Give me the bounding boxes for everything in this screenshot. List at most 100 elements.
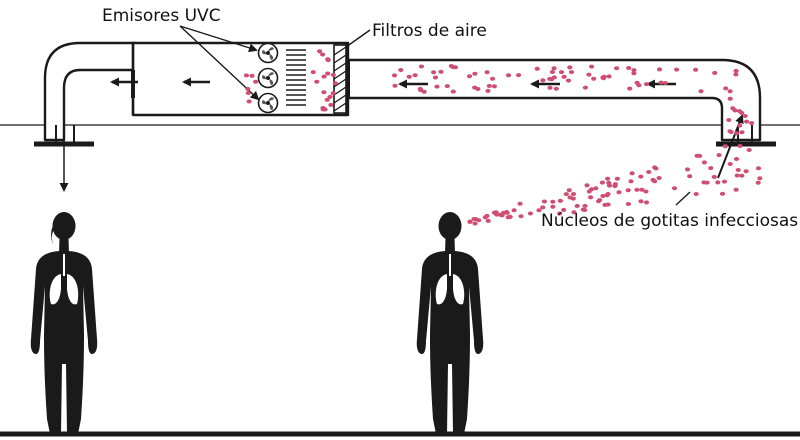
droplet-dot <box>432 75 439 80</box>
droplet-dot <box>505 73 512 78</box>
person-emitter <box>416 212 484 434</box>
droplet-dot <box>245 91 251 95</box>
droplet-dot <box>571 210 577 215</box>
droplet-dot <box>671 186 678 191</box>
droplet-dot <box>639 187 645 192</box>
droplet-dot <box>684 167 691 172</box>
droplet-dot <box>746 148 752 152</box>
droplet-dot <box>321 74 327 79</box>
droplet-dot <box>551 75 557 80</box>
droplet-dot <box>739 173 745 178</box>
droplet-dot <box>484 213 490 218</box>
droplet-dot <box>491 210 498 215</box>
droplet-dot <box>600 194 606 198</box>
droplet-dot <box>733 157 740 161</box>
infectious-droplets <box>243 49 763 226</box>
droplet-dot <box>735 168 741 172</box>
droplet-dot <box>643 82 650 87</box>
droplet-dot <box>566 188 572 193</box>
droplet-dot <box>600 76 607 81</box>
droplet-dot <box>727 96 733 101</box>
treatment-chamber <box>131 41 350 117</box>
droplet-dot <box>749 121 755 126</box>
droplet-dot <box>712 70 718 75</box>
droplet-dot <box>485 88 491 93</box>
droplet-dot <box>586 72 592 77</box>
droplet-dot <box>627 86 633 91</box>
droplet-dot <box>549 70 556 74</box>
droplet-dot <box>484 70 490 75</box>
droplet-dot <box>327 94 333 99</box>
droplet-dot <box>687 174 693 179</box>
droplet-dot <box>643 200 650 205</box>
droplet-dot <box>490 76 496 81</box>
droplet-dot <box>310 70 316 75</box>
droplet-dot <box>591 76 597 81</box>
droplet-dot <box>574 203 580 208</box>
droplet-dot <box>636 83 642 88</box>
droplet-dot <box>516 73 522 78</box>
droplet-dot <box>606 183 613 188</box>
droplet-dot <box>584 183 590 188</box>
droplet-dot <box>466 74 473 79</box>
droplet-dot <box>737 123 743 128</box>
droplet-dot <box>693 67 699 72</box>
droplet-dot <box>253 79 259 84</box>
droplet-dot <box>325 71 331 76</box>
droplet-dot <box>755 180 761 185</box>
droplet-dot <box>701 180 707 185</box>
droplet-dot <box>662 81 668 85</box>
droplet-dot <box>582 203 588 208</box>
droplet-dot <box>733 187 739 192</box>
droplet-dot <box>406 74 412 79</box>
droplet-dot <box>708 166 714 171</box>
droplet-dot <box>561 74 567 79</box>
droplet-dot <box>563 192 569 197</box>
droplet-dot <box>565 78 572 83</box>
droplet-dot <box>614 66 620 71</box>
droplet-dot <box>606 74 612 79</box>
air-filter <box>333 44 347 114</box>
droplet-dot <box>593 186 599 191</box>
droplet-dot <box>605 176 611 181</box>
droplet-dot <box>392 83 398 88</box>
droplets-label: Núcleos de gotitas infecciosas <box>541 211 798 231</box>
droplet-dot <box>517 201 523 206</box>
droplet-dot <box>314 79 320 84</box>
droplet-dot <box>674 67 680 72</box>
lungs-icon <box>49 254 79 305</box>
droplet-dot <box>328 102 334 107</box>
droplet-dot <box>726 118 732 122</box>
droplet-dot <box>626 66 632 70</box>
air-filters-label: Filtros de aire <box>372 21 487 41</box>
droplet-dot <box>550 199 556 204</box>
uvc-emitters-label: Emisores UVC <box>102 6 221 26</box>
droplet-dot <box>612 184 618 189</box>
droplet-dot <box>652 179 658 184</box>
droplet-dot <box>625 202 632 206</box>
droplet-dot <box>249 73 255 78</box>
droplet-dot <box>629 171 635 176</box>
droplet-dot <box>471 217 477 221</box>
droplet-dot <box>631 68 637 73</box>
droplet-dot <box>444 84 450 89</box>
droplet-dot <box>472 85 478 90</box>
droplet-dot <box>324 97 330 102</box>
droplet-dot <box>739 110 745 115</box>
droplet-dot <box>243 73 249 78</box>
droplet-dot <box>472 221 478 226</box>
droplet-dot <box>557 211 563 216</box>
droplet-dot <box>698 89 704 94</box>
droplet-dot <box>628 179 634 184</box>
droplet-dot <box>391 73 398 78</box>
droplet-dot <box>246 99 252 104</box>
droplet-dot <box>646 170 652 174</box>
droplet-dot <box>567 195 573 200</box>
droplet-dot <box>398 68 404 72</box>
droplet-dot <box>434 84 440 89</box>
droplet-dot <box>325 58 331 63</box>
droplet-dot <box>715 180 721 185</box>
droplet-dot <box>245 86 251 91</box>
droplet-dot <box>719 191 726 196</box>
droplet-dot <box>486 83 492 88</box>
